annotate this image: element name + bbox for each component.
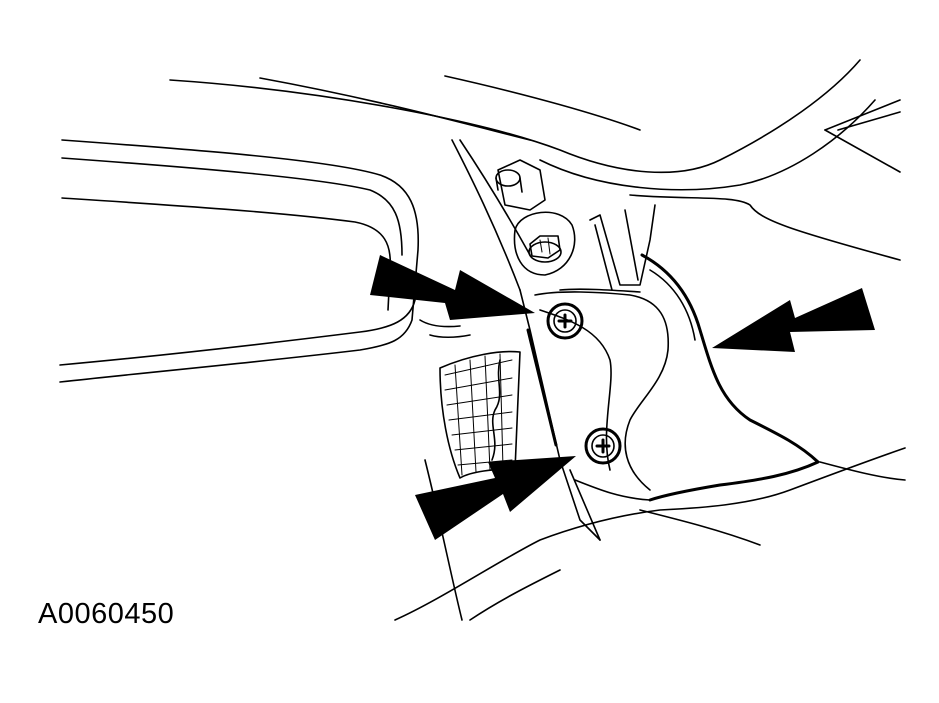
upper-screw-icon — [546, 302, 584, 340]
insulation-mesh — [439, 350, 521, 479]
upper-trim-outline — [169, 59, 901, 261]
arrow-icon-right — [712, 288, 875, 352]
edge-seal — [574, 253, 820, 502]
lower-floor — [394, 447, 906, 621]
lower-screw-icon — [584, 427, 622, 465]
lower-stud — [513, 211, 576, 276]
arrow-icon-upper-left — [370, 255, 535, 320]
left-trim-panels — [59, 139, 471, 383]
upper-stud — [495, 159, 546, 211]
arrow-icon-lower-left — [415, 456, 576, 540]
figure-id-label: A0060450 — [38, 598, 175, 630]
